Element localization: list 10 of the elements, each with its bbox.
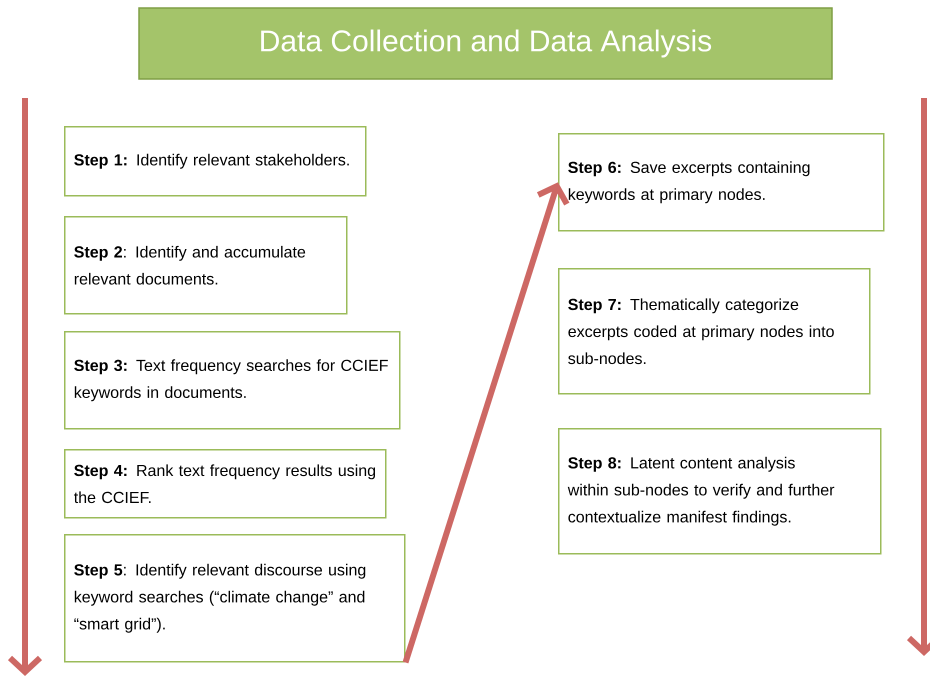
step-box: Step 8: Latent content analysis within sub-nodes to verify and further contextualize manifest findings. <box>558 428 882 554</box>
step-box: Step 3: Text frequency searches for CCIEF keywords in documents. <box>64 331 400 430</box>
step-box: Step 7: Thematically categorize excerpts coded at primary nodes into sub-nodes. <box>558 268 870 394</box>
step-box: Step 6: Save excerpts containing keywords at primary nodes. <box>558 133 884 232</box>
step-box: Step 4: Rank text frequency results using the CCIEF. <box>64 449 386 518</box>
step-box: Step 1: Identify relevant stakeholders. <box>64 126 366 196</box>
title-banner: Data Collection and Data Analysis <box>138 7 833 80</box>
step-box: Step 2: Identify and accumulate relevant documents. <box>64 216 348 314</box>
step-box: Step 5: Identify relevant discourse using keyword searches (“climate change” and “smart grid”). <box>64 534 406 662</box>
arrow <box>402 182 570 664</box>
